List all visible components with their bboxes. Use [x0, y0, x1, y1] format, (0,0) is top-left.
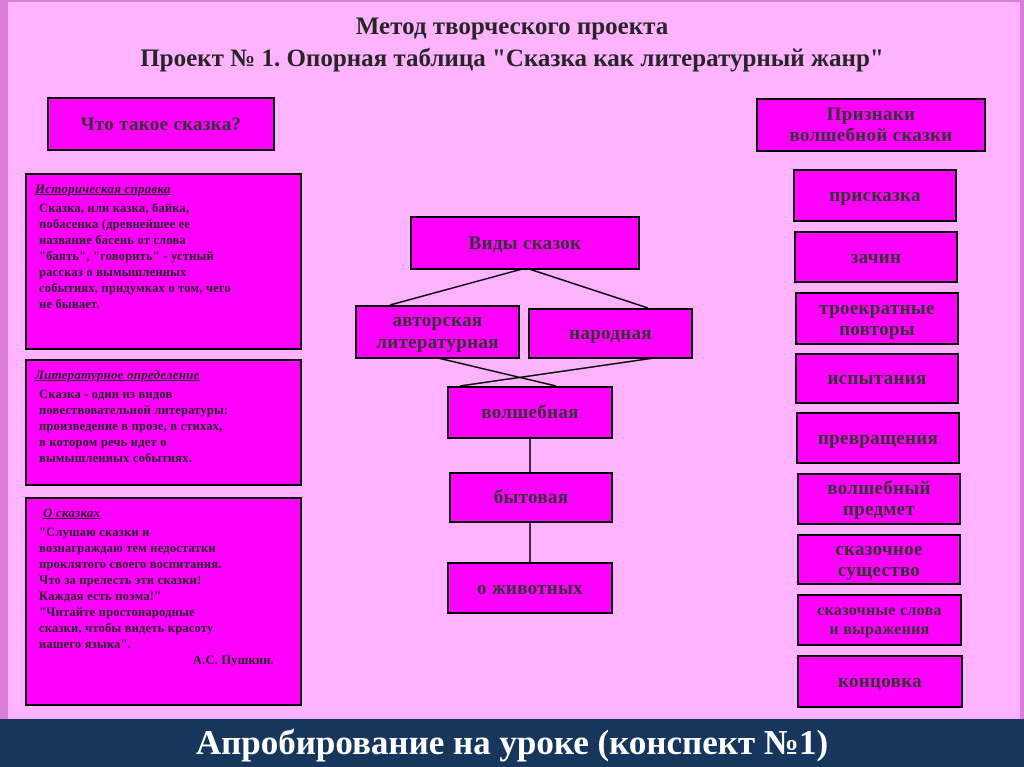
feature-saying: присказка	[793, 169, 957, 222]
about-tales-quote: "Слушаю сказки и вознаграждаю тем недост…	[39, 525, 222, 651]
animal-tale-box: о животных	[447, 562, 613, 614]
about-tales-heading: О сказках	[43, 505, 101, 520]
magic-tale-box: волшебная	[447, 386, 613, 439]
folk-tale-box: народная	[528, 308, 693, 359]
what-is-tale-box: Что такое сказка?	[47, 97, 275, 151]
literary-definition-heading: Литературное определение	[35, 367, 200, 382]
magic-tale-features-header: Признаки волшебной сказки	[756, 98, 986, 152]
historical-note-text: Сказка, или казка, байка, побасенка (дре…	[39, 201, 231, 311]
tale-kinds-box: Виды сказок	[410, 216, 640, 270]
line-folk-magic	[459, 357, 655, 387]
feature-fairy-words: сказочные слова и выражения	[797, 594, 962, 646]
about-tales-signature: А.С. Пушкин.	[192, 653, 274, 667]
line-kinds-author	[389, 267, 527, 306]
author-tale-box: авторская литературная	[355, 305, 520, 359]
literary-definition-box: Литературное определение Сказка - один и…	[25, 359, 302, 486]
feature-ending: концовка	[797, 655, 963, 708]
line-kinds-folk	[525, 267, 649, 309]
feature-magic-object: волшебный предмет	[797, 473, 961, 525]
line-author-magic	[437, 357, 557, 387]
everyday-tale-box: бытовая	[449, 472, 613, 523]
feature-trials: испытания	[795, 353, 959, 404]
historical-note-heading: Историческая справка	[35, 181, 171, 196]
literary-definition-text: Сказка - один из видов повествовательной…	[39, 387, 229, 465]
feature-opening: зачин	[794, 231, 958, 283]
footer-caption: Апробирование на уроке (конспект №1)	[0, 719, 1024, 767]
about-tales-box: О сказках "Слушаю сказки и вознаграждаю …	[25, 497, 302, 706]
historical-note-box: Историческая справка Сказка, или казка, …	[25, 173, 302, 350]
title-line-1: Метод творческого проекта	[355, 13, 669, 40]
feature-triple-repetitions: троекратные повторы	[795, 292, 959, 345]
feature-fairy-creature: сказочное существо	[797, 534, 961, 585]
title-line-2: Проект № 1. Опорная таблица "Сказка как …	[140, 45, 884, 72]
feature-transformations: превращения	[796, 412, 960, 464]
